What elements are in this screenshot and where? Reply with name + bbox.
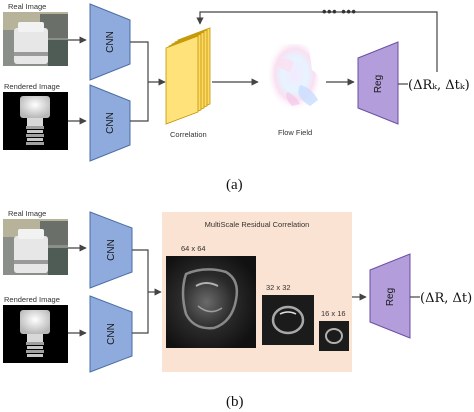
multiscale-correlation-panel: MultiScale Residual Correlation 64 x 64 … xyxy=(162,212,352,372)
multiscale-title: MultiScale Residual Correlation xyxy=(205,220,310,229)
feature-map-32 xyxy=(262,295,314,345)
cnn-label-bottom-b: CNN xyxy=(106,323,117,345)
output-label-a: (ΔRₖ, Δtₖ) xyxy=(408,78,470,93)
cnn-encoder-top-b: CNN xyxy=(89,211,133,289)
cnn-encoder-bottom-b: CNN xyxy=(89,295,133,373)
feature-map-16 xyxy=(319,321,349,351)
cnn-label-top-b: CNN xyxy=(106,239,117,261)
rendered-image-a xyxy=(3,92,68,150)
flow-field-image xyxy=(268,44,321,112)
feedback-loop-arrow xyxy=(196,11,438,72)
panel-b: Real Image Rendered Image CNN xyxy=(3,209,472,410)
caption-b: (b) xyxy=(226,394,244,410)
rendered-image-label: Rendered Image xyxy=(4,82,60,91)
cnn-encoder-bottom-a: CNN xyxy=(89,84,131,162)
correlation-volume xyxy=(165,27,211,125)
rendered-image-label-b: Rendered Image xyxy=(4,295,60,304)
scale-64-label: 64 x 64 xyxy=(181,244,206,253)
rendered-image-b xyxy=(3,305,68,363)
cnn-encoder-top-a: CNN xyxy=(89,3,131,81)
caption-a: (a) xyxy=(226,177,243,193)
merge-lines-a xyxy=(130,41,149,122)
scale-16-label: 16 x 16 xyxy=(321,309,346,318)
iteration-dots: ••• ••• xyxy=(322,4,356,19)
regressor-a: Reg xyxy=(357,41,399,125)
merge-lines-b xyxy=(132,249,149,334)
scale-32-label: 32 x 32 xyxy=(266,283,291,292)
output-label-b: (ΔR, Δt) xyxy=(420,291,472,306)
cnn-label-top-a: CNN xyxy=(105,31,116,53)
regressor-b: Reg xyxy=(369,253,411,339)
feature-map-64 xyxy=(166,256,256,348)
correlation-label: Correlation xyxy=(170,130,207,139)
reg-label-a: Reg xyxy=(373,75,384,93)
real-image-label: Real Image xyxy=(8,2,46,11)
real-image-label-b: Real Image xyxy=(8,209,46,218)
cnn-label-bottom-a: CNN xyxy=(105,112,116,134)
real-image-a xyxy=(3,12,68,66)
flow-field-label: Flow Field xyxy=(278,128,312,137)
real-image-b xyxy=(3,219,68,275)
reg-label-b: Reg xyxy=(385,288,396,306)
panel-a: ••• ••• Real Image Rendered Image xyxy=(3,2,470,193)
